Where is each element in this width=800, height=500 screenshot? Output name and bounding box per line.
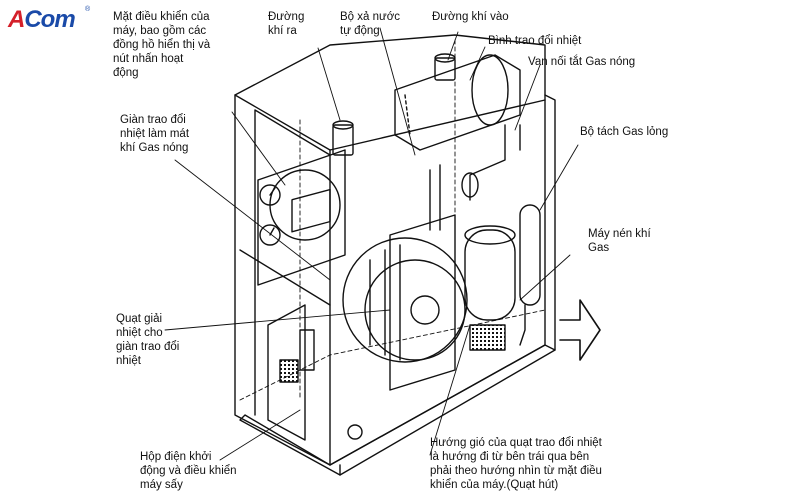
label-electric-box: Hộp điện khởi động và điều khiển máy sấy — [140, 451, 237, 491]
label-cooling-fan: Quạt giải nhiệt cho giàn trao đổi nhiệt — [116, 313, 180, 367]
heat-exchanger-tank-shape — [394, 54, 521, 151]
label-air-in: Đường khí vào — [432, 11, 509, 23]
label-auto-drain: Bộ xả nước tự động — [340, 11, 400, 37]
label-hot-gas-bypass: Van nối tắt Gas nóng — [528, 56, 636, 68]
label-hot-gas-condenser: Giàn trao đổi nhiệt làm mát khí Gas nóng — [120, 114, 190, 154]
registered-mark: ® — [85, 6, 91, 13]
cabinet — [234, 34, 556, 476]
label-air-out: Đường khí ra — [268, 11, 305, 37]
label-compressor: Máy nén khí Gas — [588, 228, 651, 254]
label-liquid-separator: Bộ tách Gas lỏng — [580, 126, 669, 138]
air-outlet-pipe — [332, 120, 354, 156]
logo-text: ACom — [8, 6, 76, 33]
electric-box-shape — [267, 304, 363, 441]
label-control-panel: Mặt điều khiển của máy, bao gồm các đồng… — [113, 11, 211, 79]
fan-shape — [342, 214, 468, 391]
air-inlet-pipe — [434, 53, 456, 81]
label-heat-exchanger-tank: Bình trao đổi nhiệt — [488, 35, 582, 47]
airflow-arrow-shape — [559, 299, 601, 361]
control-panel-shape — [257, 149, 346, 286]
label-airflow-note: Hướng gió của quạt trao đổi nhiệt là hướ… — [430, 437, 602, 491]
compressor-shape — [464, 225, 516, 351]
liquid-separator-shape — [519, 204, 541, 346]
